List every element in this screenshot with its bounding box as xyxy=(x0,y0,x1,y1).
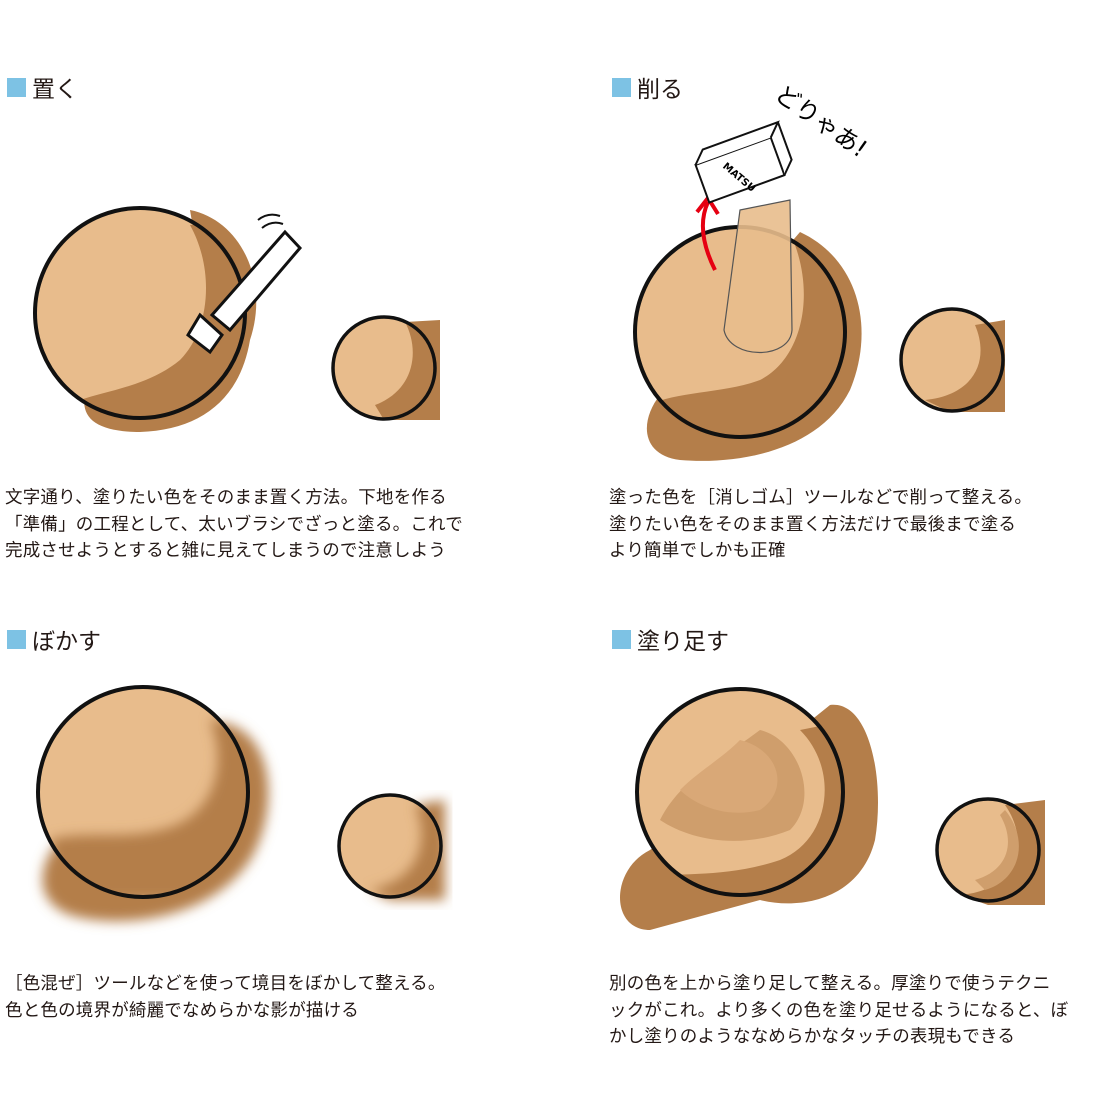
description-erase: 塗った色を［消しゴム］ツールなどで削って整える。 塗りたい色をそのまま置く方法だ… xyxy=(609,488,1033,561)
big-sphere-blur xyxy=(36,685,269,922)
small-sphere-blur xyxy=(337,793,445,900)
heading-add: 塗り足す xyxy=(612,622,729,656)
heading-text: ぼかす xyxy=(32,629,101,655)
heading-text: 置く xyxy=(32,77,78,103)
small-sphere-erase xyxy=(899,307,1005,413)
heading-text: 塗り足す xyxy=(637,629,729,655)
description-blur: ［色混ぜ］ツールなどを使って境目をぼかして整える。 色と色の境界が綺麗でなめらか… xyxy=(5,974,446,1021)
bullet-square-icon xyxy=(7,77,26,97)
bullet-square-icon xyxy=(612,629,631,649)
big-sphere-erase: MATSU どりゃあ! xyxy=(633,80,872,461)
bullet-square-icon xyxy=(7,629,26,649)
description-add: 別の色を上から塗り足して整える。厚塗りで使うテクニ ックがこれ。より多くの色を塗… xyxy=(609,974,1069,1047)
big-sphere-place xyxy=(33,206,303,432)
heading-erase: 削る xyxy=(612,70,683,104)
big-sphere-add xyxy=(620,687,878,930)
heading-place: 置く xyxy=(7,70,78,104)
heading-text: 削る xyxy=(637,77,683,103)
small-sphere-place xyxy=(331,315,440,421)
bullet-square-icon xyxy=(612,77,631,97)
brush-icon xyxy=(186,213,303,355)
arrow-icon xyxy=(700,201,717,271)
heading-blur: ぼかす xyxy=(7,622,101,656)
eraser-icon: MATSU xyxy=(694,120,793,204)
small-sphere-add xyxy=(935,797,1045,905)
description-place: 文字通り、塗りたい色をそのまま置く方法。下地を作る 「準備」の工程として、太いブ… xyxy=(5,488,463,561)
